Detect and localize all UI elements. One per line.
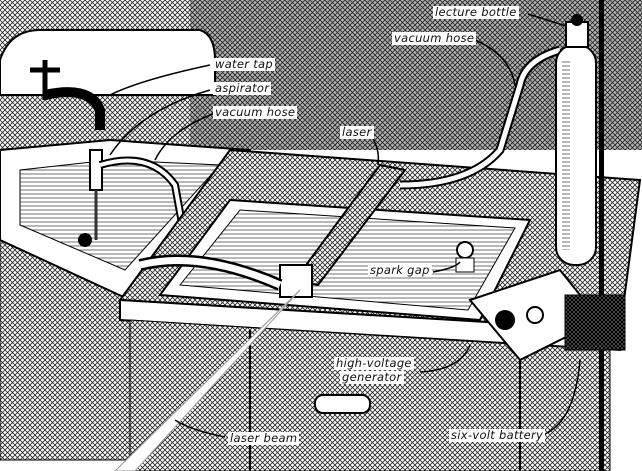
label-six-volt-battery: six-volt battery [449,428,546,442]
laser [138,45,562,298]
label-generator: generator [340,370,404,384]
label-spark-gap: spark gap [368,263,432,277]
label-aspirator: aspirator [213,81,272,95]
water-tap [30,60,189,241]
leader-lines [109,13,581,438]
label-vacuum-hose-right: vacuum hose [392,31,477,45]
aspirator [89,149,103,191]
label-vacuum-hose-left: vacuum hose [213,105,298,119]
label-water-tap: water tap [213,57,275,71]
lecture-bottle [555,0,604,471]
spark-gap [455,241,475,273]
label-laser-beam: laser beam [228,431,300,445]
sink [0,29,251,461]
six-volt-battery [564,294,626,351]
drawer-handle [314,394,371,414]
label-laser: laser [340,125,374,139]
label-high-voltage: high-voltage [334,356,414,370]
laser-beam [114,289,301,471]
label-lecture-bottle: lecture bottle [433,5,519,19]
high-voltage-generator [468,268,602,362]
